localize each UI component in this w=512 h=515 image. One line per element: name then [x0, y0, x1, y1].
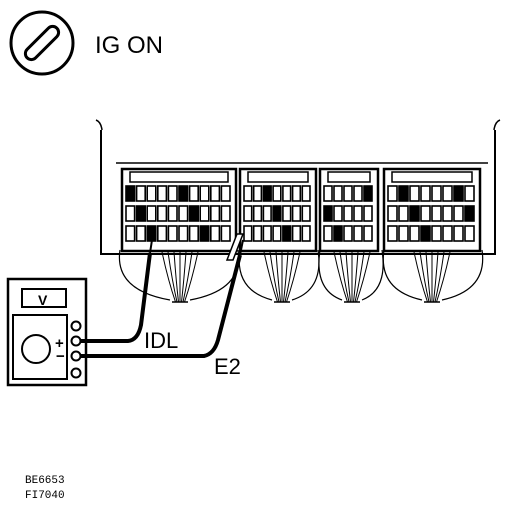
harness-bundle-1 [118, 249, 240, 303]
wire-harness [118, 249, 484, 303]
voltmeter: V + − [6, 277, 88, 387]
meter-minus-sign: − [56, 348, 65, 365]
figure-code-1: BE6653 [25, 475, 65, 487]
meter-jack-4 [70, 367, 82, 379]
connector-block-4 [382, 167, 482, 253]
meter-jack-negative [70, 350, 82, 362]
ecu-connectors [120, 167, 482, 253]
meter-plus-sign: + [55, 335, 64, 352]
idl-probe-label: IDL [144, 328, 178, 353]
e2-probe-label: E2 [214, 354, 241, 379]
ignition-key-icon [9, 10, 75, 76]
meter-jack-1 [70, 320, 82, 332]
test-leads [80, 233, 245, 358]
connector-block-3 [318, 167, 380, 253]
ignition-status-label: IG ON [95, 32, 163, 59]
figure-code-2: FI7040 [25, 490, 65, 502]
connector-block-1 [120, 167, 238, 253]
meter-jack-positive [70, 335, 82, 347]
harness-bundle-4 [382, 249, 484, 303]
harness-bundle-3 [318, 249, 384, 303]
meter-display-unit: V [38, 292, 48, 308]
connector-block-2 [238, 167, 318, 253]
harness-bundle-2 [238, 249, 320, 303]
ecu-housing [95, 119, 501, 255]
